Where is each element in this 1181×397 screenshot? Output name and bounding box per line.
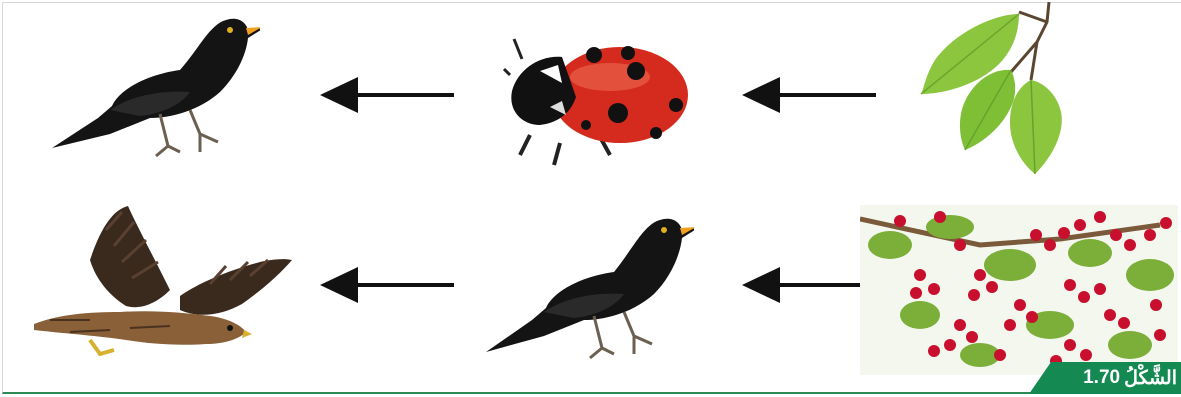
blackbird-image xyxy=(484,210,694,375)
figure-caption: 1.70 الشَّكْلُ xyxy=(1029,362,1181,394)
blackbird-image xyxy=(50,10,260,180)
figure-number: 1.70 xyxy=(1083,367,1120,389)
arrow-berries-to-blackbird xyxy=(742,265,877,305)
arrow-leaves-to-ladybug xyxy=(742,75,877,115)
arrow-ladybug-to-blackbird xyxy=(320,75,455,115)
kestrel-image xyxy=(30,200,300,365)
hawthorn-berries-image xyxy=(860,205,1178,375)
figure-label: الشَّكْلُ xyxy=(1124,367,1177,390)
birch-leaves-image xyxy=(915,2,1075,177)
ladybug-image xyxy=(500,25,700,170)
arrow-blackbird-to-kestrel xyxy=(320,265,455,305)
